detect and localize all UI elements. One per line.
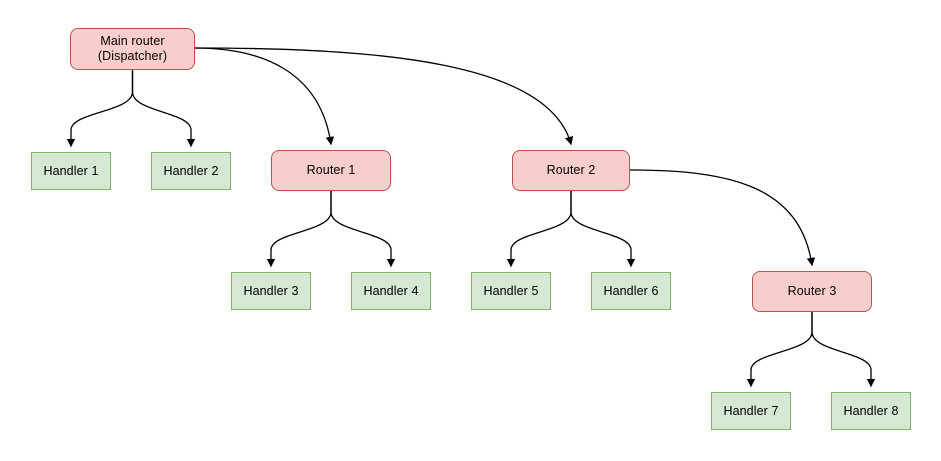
node-router-1[interactable]: Router 1 — [271, 150, 391, 191]
edge-router-3-to-handler-8 — [811, 311, 876, 388]
node-label-main-router: Main router (Dispatcher) — [97, 34, 168, 63]
node-router-2[interactable]: Router 2 — [512, 150, 630, 191]
node-label-handler-5: Handler 5 — [483, 283, 539, 298]
node-label-handler-8: Handler 8 — [843, 403, 899, 418]
edge-router-2-to-handler-5 — [506, 190, 572, 268]
node-label-router-1: Router 1 — [306, 163, 356, 177]
node-handler-4[interactable]: Handler 4 — [351, 272, 431, 310]
node-handler-2[interactable]: Handler 2 — [151, 152, 231, 190]
node-label-handler-4: Handler 4 — [363, 283, 419, 298]
edge-router-2-to-router-3 — [629, 169, 816, 267]
node-handler-5[interactable]: Handler 5 — [471, 272, 551, 310]
edge-router-3-to-handler-7 — [746, 311, 813, 388]
edge-router-1-to-handler-3 — [266, 190, 332, 268]
node-label-handler-3: Handler 3 — [243, 283, 299, 298]
edge-main-to-router-1 — [194, 47, 335, 146]
node-handler-8[interactable]: Handler 8 — [831, 392, 911, 430]
node-main-router[interactable]: Main router (Dispatcher) — [70, 28, 195, 70]
edge-router-1-to-handler-4 — [330, 190, 396, 268]
node-handler-7[interactable]: Handler 7 — [711, 392, 791, 430]
edge-main-to-router-2 — [194, 47, 574, 146]
node-label-router-3: Router 3 — [787, 284, 837, 298]
node-handler-3[interactable]: Handler 3 — [231, 272, 311, 310]
node-handler-1[interactable]: Handler 1 — [31, 152, 111, 190]
node-label-handler-1: Handler 1 — [43, 163, 99, 178]
node-handler-6[interactable]: Handler 6 — [591, 272, 671, 310]
node-router-3[interactable]: Router 3 — [752, 271, 872, 312]
node-label-handler-7: Handler 7 — [723, 403, 779, 418]
edge-main-to-handler-2 — [131, 69, 196, 148]
node-label-handler-6: Handler 6 — [603, 283, 659, 298]
node-label-handler-2: Handler 2 — [163, 163, 219, 178]
edge-router-2-to-handler-6 — [570, 190, 636, 268]
node-label-router-2: Router 2 — [546, 163, 596, 177]
edge-main-to-handler-1 — [66, 69, 134, 148]
